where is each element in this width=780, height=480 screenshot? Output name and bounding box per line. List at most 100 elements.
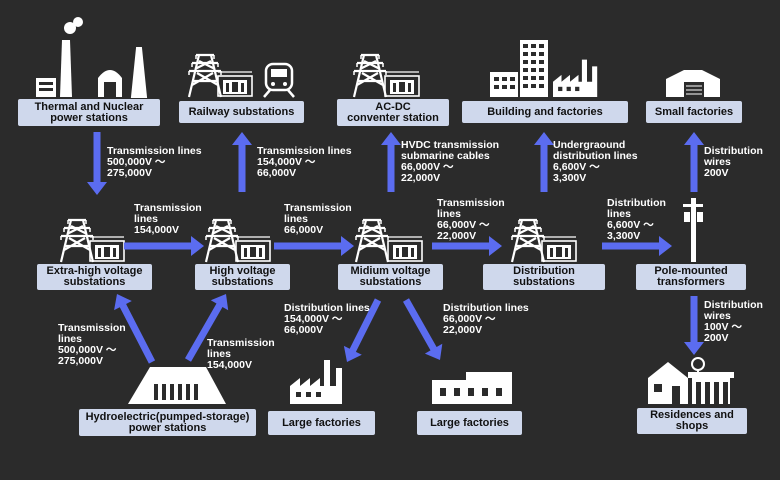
factory-icon (553, 59, 598, 97)
substation-icon (541, 236, 577, 262)
node-large-factories-2: Large factories (417, 411, 522, 435)
node-label-line: Midium voltage (350, 265, 431, 277)
edge-note-line: 22,000V (443, 324, 483, 336)
node-label-line: Residences and (650, 409, 734, 421)
edge-note-line: 154,000V ～ (257, 156, 316, 168)
transmission-tower-icon (510, 218, 546, 264)
node-building-and-factories: Building and factories (462, 101, 628, 123)
arrow-high-to-railway (232, 132, 252, 192)
arrow-medium-to-acdc (381, 132, 401, 192)
node-label-line: Pole-mounted (654, 265, 728, 277)
edge-note-line: lines (207, 348, 231, 360)
node-label-line: shops (675, 420, 709, 432)
icons-layer (36, 17, 734, 404)
office-building-icon (490, 40, 548, 97)
substation-icon (387, 236, 423, 262)
arrow-high-to-medium (274, 236, 354, 256)
edge-note-line: Transmission lines (257, 145, 352, 157)
edge-note-line: 500,000V ～ (107, 156, 166, 168)
edge-note-line: wires (704, 310, 731, 322)
thermal-power-plant-icon (36, 17, 148, 98)
substation-icon (89, 236, 125, 262)
arrow-medium-to-distribution (432, 236, 502, 256)
arrow-pole-to-residences (684, 296, 704, 355)
substation-icon (235, 236, 271, 262)
small-factory-icon (666, 70, 720, 97)
edge-note-line: 66,000V (284, 224, 324, 236)
edge-note-line: 100V ～ (704, 321, 742, 333)
node-label-line: Distribution (513, 265, 575, 277)
edge-note-line: Transmission (437, 197, 505, 209)
node-label-line: Building and factories (487, 105, 603, 118)
edge-note-line: 275,000V (58, 355, 103, 367)
hydroelectric-dam-icon (128, 367, 226, 404)
edge-note-line: 500,000V ～ (58, 344, 117, 356)
node-label-line: Small factories (654, 105, 734, 118)
node-label-line: power stations (128, 421, 207, 434)
arrow-medium-to-large-1 (343, 298, 382, 362)
edge-note-line: Transmission lines (107, 145, 202, 157)
edge-note-line: 200V (704, 167, 729, 179)
edge-note-line: lines (437, 208, 461, 220)
edge-note-line: 154,000V (207, 359, 252, 371)
node-railway-substations: Railway substations (179, 101, 304, 123)
node-label-line: Railway substations (188, 105, 295, 118)
train-icon (263, 62, 295, 98)
edge-note-line: 200V (704, 332, 729, 344)
node-small-factories: Small factories (646, 101, 742, 123)
edge-note-line: 66,000V ～ (437, 219, 490, 231)
edge-note-line: distribution lines (553, 150, 638, 162)
arrow-dist-to-pole (602, 236, 672, 256)
node-label-line: power stations (50, 111, 128, 124)
edge-note-line: 22,000V (401, 172, 441, 184)
utility-pole-icon (683, 198, 703, 262)
edge-note-line: Transmission (207, 337, 275, 349)
edge-note-line: HVDC transmission (401, 139, 500, 151)
transmission-tower-icon (354, 218, 390, 264)
node-label-line: Extra-high voltage (46, 265, 143, 277)
edge-note-line: 275,000V (107, 167, 152, 179)
edge-note-line: Distribution lines (284, 302, 370, 314)
edge-note-line: Distribution lines (443, 302, 529, 314)
node-label-line: substations (359, 276, 422, 288)
edge-note-line: wires (704, 156, 731, 168)
node-large-factories-1: Large factories (268, 411, 375, 435)
edge-note-line: submarine cables (401, 150, 490, 162)
node-label-line: substations (513, 276, 575, 288)
converter-station-icon (384, 71, 420, 97)
arrow-dist-to-building (534, 132, 554, 192)
arrow-extra-to-high (124, 236, 204, 256)
large-factory-icon (290, 360, 342, 404)
edge-note-line: Undergraound (553, 139, 626, 151)
node-label-line: High voltage (209, 265, 276, 277)
edge-note-line: 66,000V ～ (443, 313, 496, 325)
edge-note-line: Transmission (134, 202, 202, 214)
edge-note-line: 154,000V ～ (284, 313, 343, 325)
arrow-pole-to-small (684, 132, 704, 192)
edge-note-line: 6,600V ～ (607, 219, 654, 231)
edge-note-line: 22,000V (437, 230, 477, 242)
edge-note-line: 3,300V (607, 230, 641, 242)
node-label-line: transformers (657, 276, 725, 288)
node-label-line: Thermal and Nuclear (34, 100, 144, 113)
edge-note-line: Transmission (58, 322, 126, 334)
edge-note-line: Transmission (284, 202, 352, 214)
edge-note-line: Distribution (607, 197, 666, 209)
